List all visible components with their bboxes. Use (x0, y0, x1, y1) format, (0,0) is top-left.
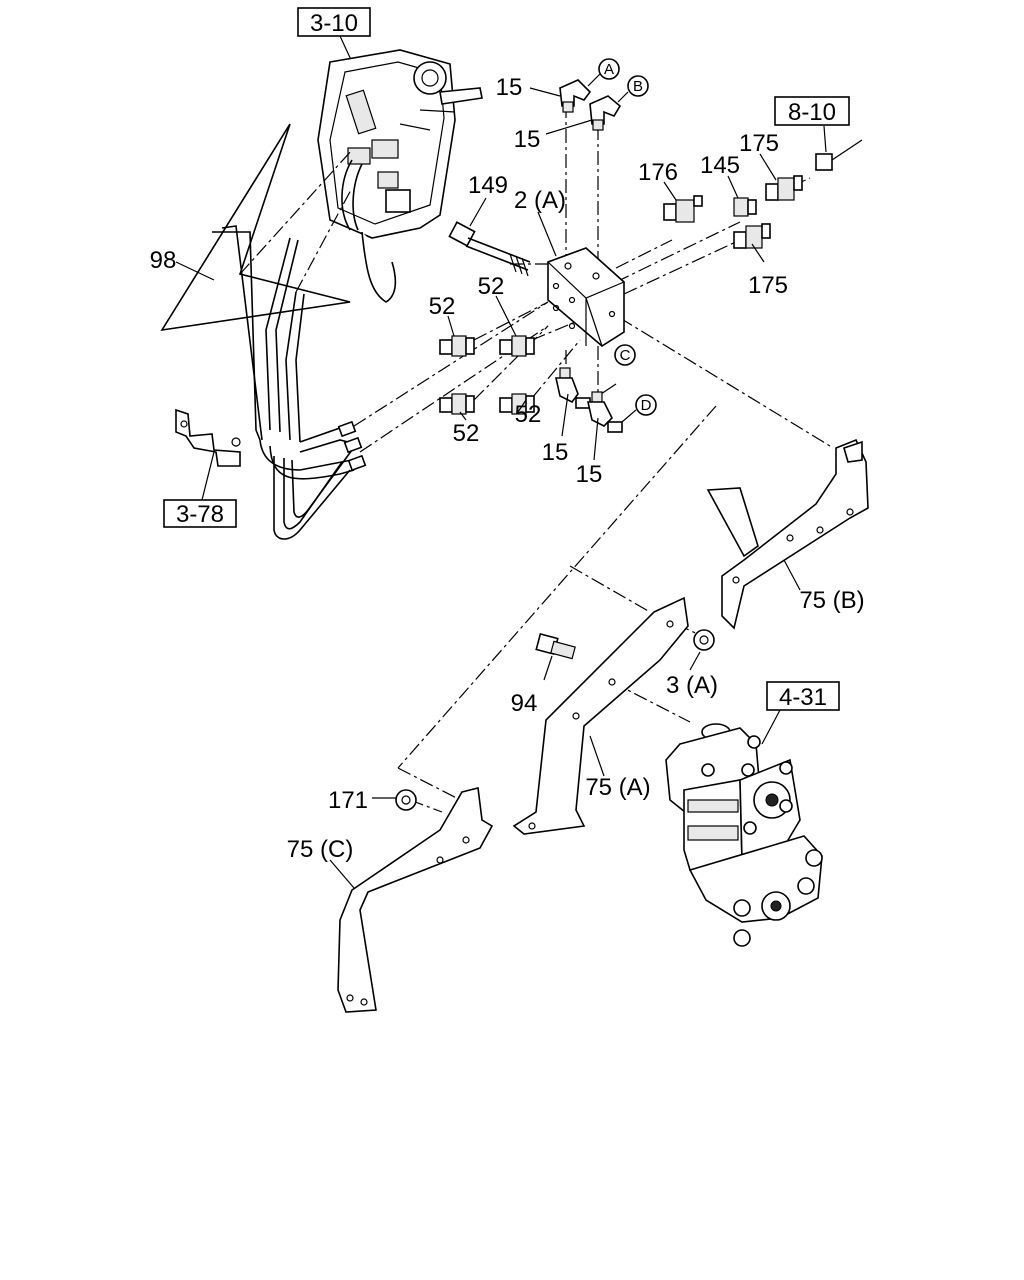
callout-2a: 2 (A) (514, 187, 566, 214)
callout-94: 94 (511, 690, 538, 717)
callout-52-lower-left: 52 (453, 420, 480, 447)
ref-label-4-31: 4-31 (779, 684, 827, 711)
callout-175-top: 175 (739, 130, 779, 157)
bolt-149 (448, 221, 531, 277)
elbow-fitting-a (559, 73, 601, 113)
bracket-75a (512, 596, 689, 835)
callout-52-upper-right: 52 (478, 273, 505, 300)
ref-label-8-10: 8-10 (788, 99, 836, 126)
callout-3a: 3 (A) (666, 672, 718, 699)
circle-marker-d: D (635, 394, 657, 416)
leader-lines (353, 104, 831, 813)
pipe-clip (175, 408, 241, 501)
pipe-bundle (160, 123, 367, 540)
bracket-75c (337, 787, 494, 1013)
elbow-fitting-c (555, 367, 617, 409)
circle-label-d: D (641, 397, 652, 414)
circle-marker-b: B (627, 75, 649, 97)
callout-176: 176 (638, 159, 678, 186)
distribution-block (546, 247, 626, 347)
bolt-94 (535, 632, 576, 660)
nut-3a (693, 629, 715, 651)
bracket-75b (706, 438, 869, 630)
fitting-52-upper-right (499, 335, 535, 357)
callout-171: 171 (328, 787, 368, 814)
relay-valve (665, 709, 823, 947)
connector-8-10 (815, 125, 863, 171)
fitting-52-lower-left (439, 393, 475, 415)
ref-box-3-78[interactable]: 3-78 (163, 499, 237, 528)
circle-label-b: B (633, 78, 643, 95)
callout-149: 149 (468, 172, 508, 199)
ref-box-8-10[interactable]: 8-10 (774, 96, 850, 126)
callout-75a: 75 (A) (585, 774, 650, 801)
union-145 (733, 197, 757, 217)
callout-52-upper-left: 52 (429, 293, 456, 320)
nut-171 (395, 789, 417, 811)
fitting-52-lower-right (499, 393, 535, 415)
ref-label-3-10: 3-10 (310, 10, 358, 37)
valve-assembly (317, 35, 483, 303)
callout-15-c: 15 (542, 439, 569, 466)
callout-labels: 15 15 15 15 149 2 (A) 176 145 175 175 98… (150, 74, 865, 863)
callout-98: 98 (150, 247, 177, 274)
circle-marker-c: C (614, 344, 636, 366)
callout-175-bottom: 175 (748, 272, 788, 299)
callout-15-a: 15 (496, 74, 523, 101)
ref-box-4-31[interactable]: 4-31 (766, 681, 840, 711)
ref-label-3-78: 3-78 (176, 501, 224, 528)
callout-15-d: 15 (576, 461, 603, 488)
ref-box-3-10[interactable]: 3-10 (297, 7, 371, 37)
circle-label-a: A (604, 61, 614, 78)
callout-leaders (175, 87, 801, 889)
callout-15-b: 15 (514, 126, 541, 153)
callout-145: 145 (700, 152, 740, 179)
fitting-52-upper-left (439, 335, 475, 357)
callout-75b: 75 (B) (799, 587, 864, 614)
circle-marker-a: A (598, 58, 620, 80)
callout-75c: 75 (C) (287, 836, 354, 863)
elbow-fitting-d (587, 391, 637, 433)
circle-label-c: C (620, 347, 631, 364)
switch-175-upper (765, 175, 803, 201)
callout-52-lower-right: 52 (515, 401, 542, 428)
elbow-fitting-b (589, 91, 629, 131)
switch-176 (663, 195, 703, 223)
switch-175-lower (733, 223, 771, 249)
